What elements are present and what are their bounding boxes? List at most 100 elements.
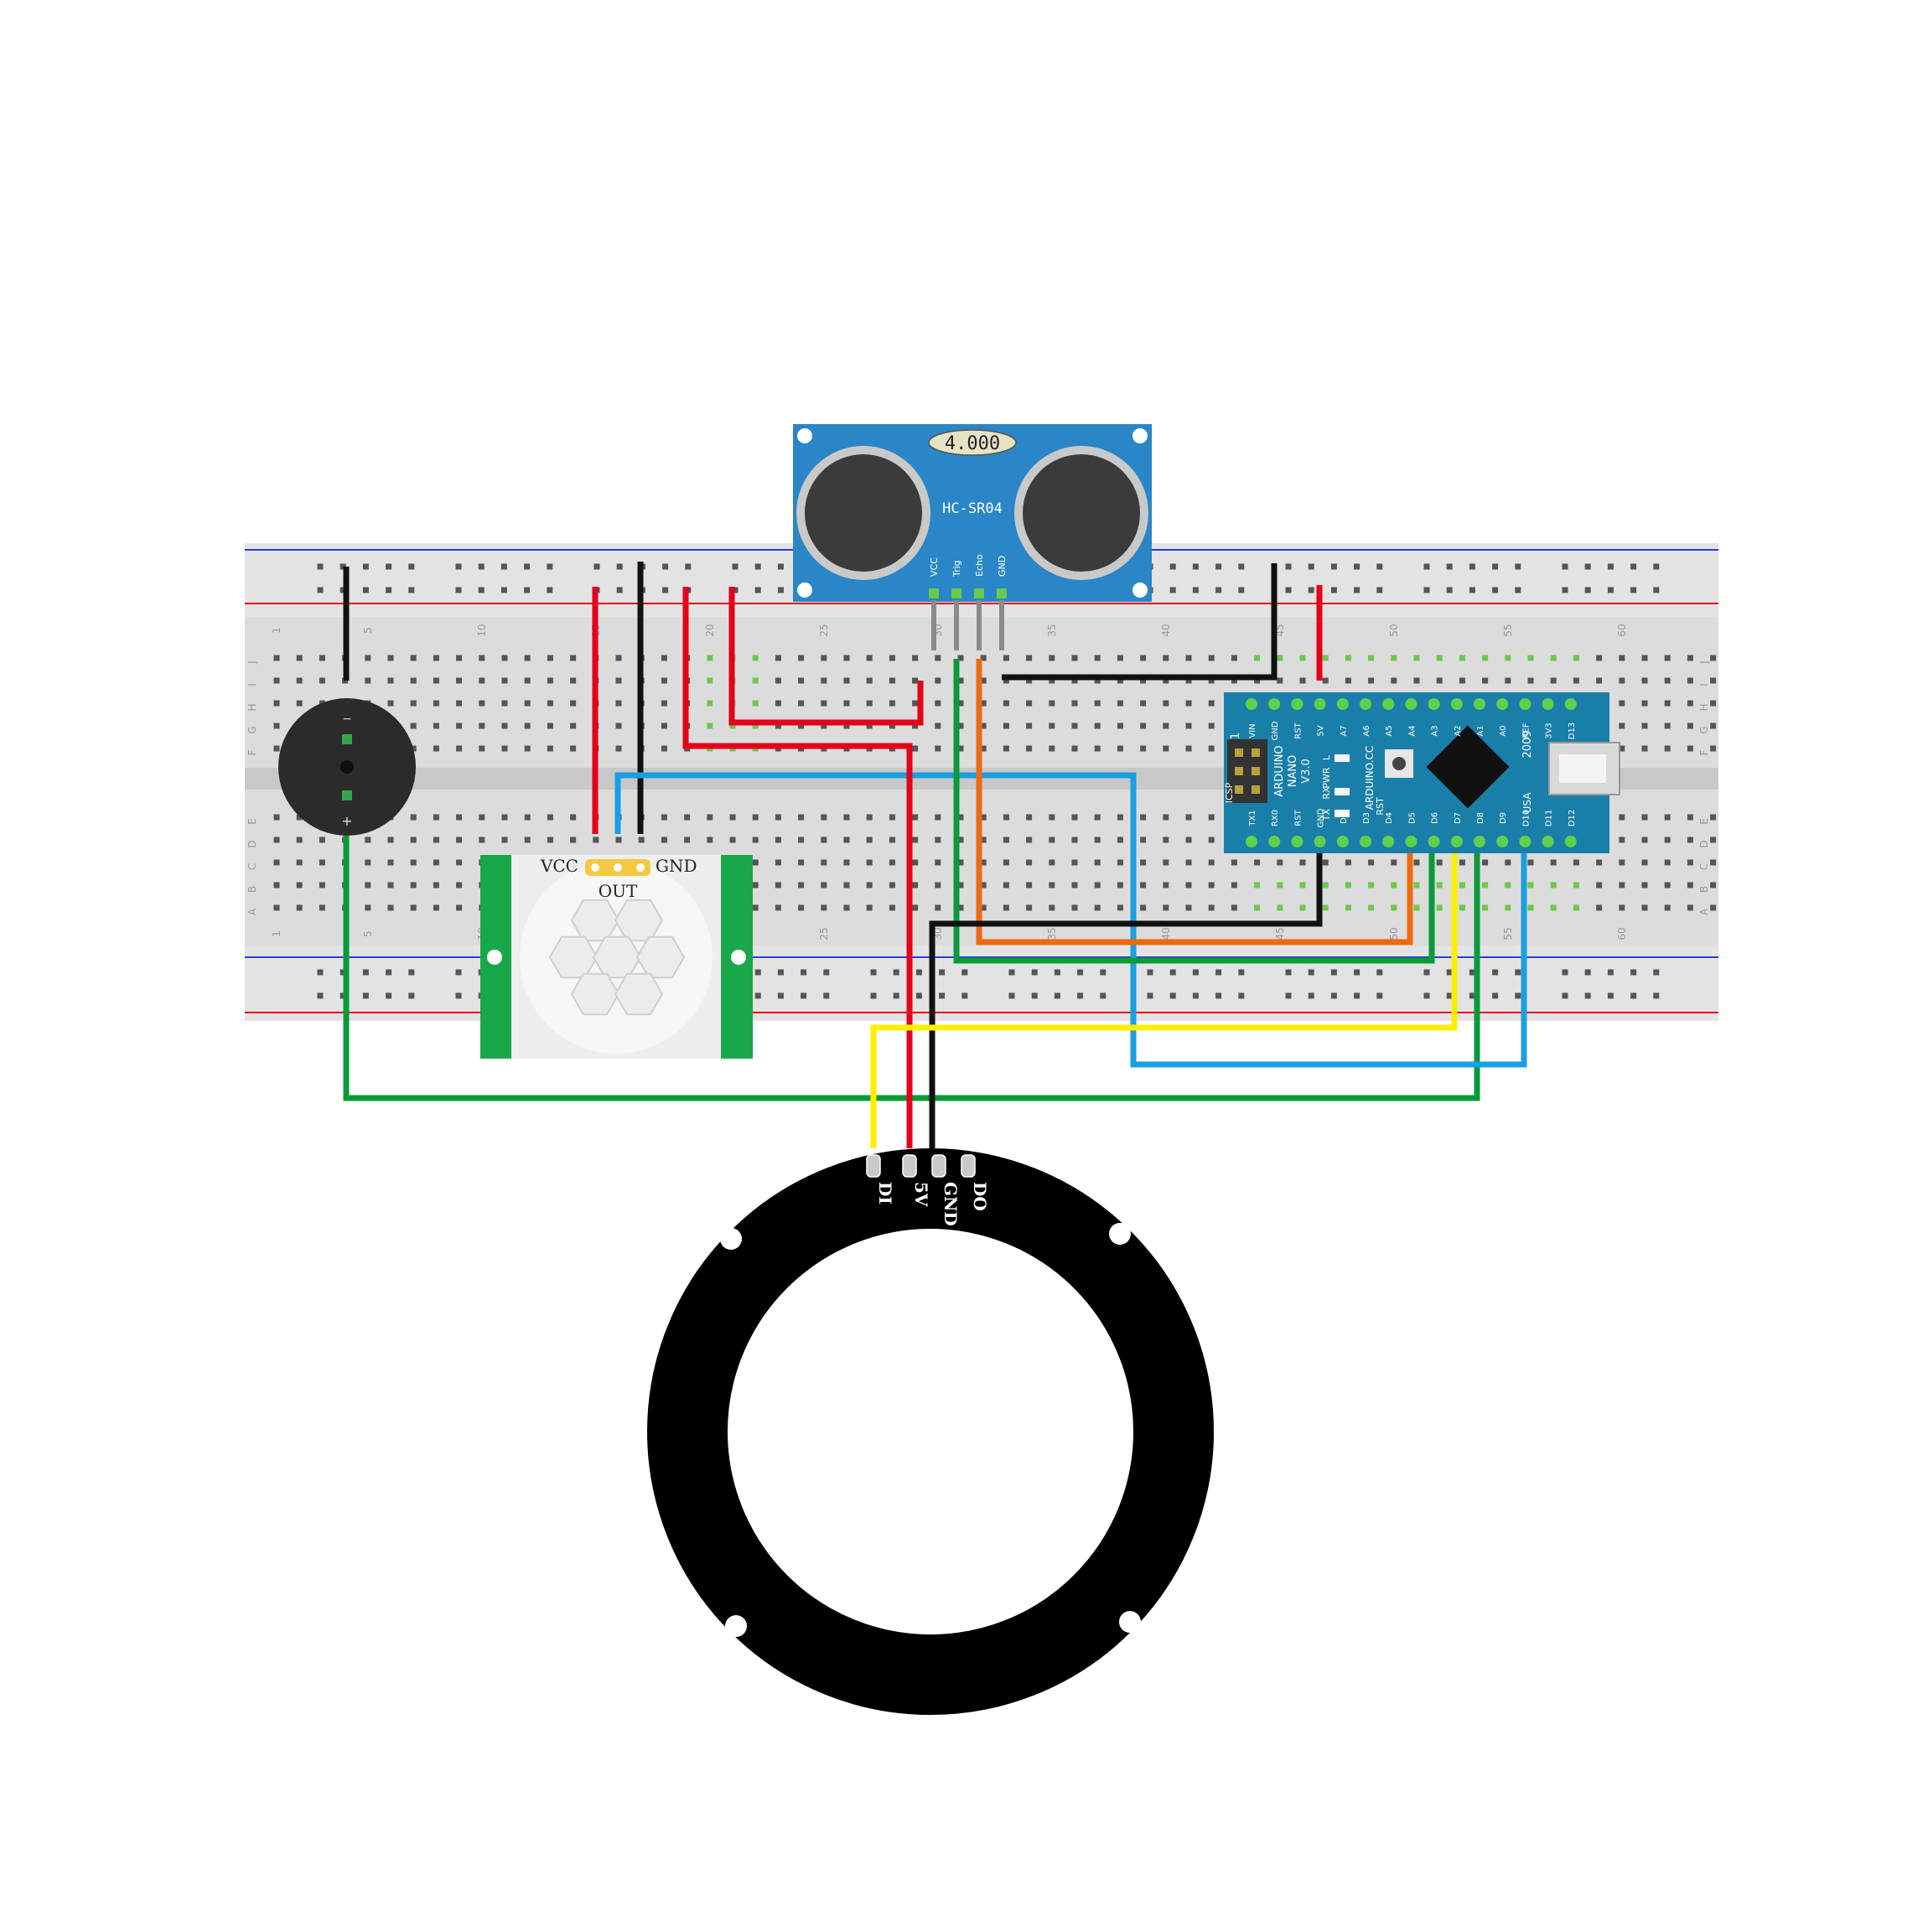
breadboard-hole[interactable] — [365, 655, 371, 661]
rail-hole[interactable] — [1169, 992, 1176, 999]
breadboard-hole[interactable] — [843, 723, 850, 729]
breadboard-hole[interactable] — [1094, 859, 1101, 866]
rail-hole[interactable] — [1562, 992, 1568, 999]
breadboard-hole[interactable] — [433, 700, 439, 707]
breadboard-hole[interactable] — [1550, 859, 1557, 866]
breadboard-hole[interactable] — [1368, 677, 1375, 684]
rail-hole[interactable] — [1630, 587, 1637, 593]
nano-pin[interactable] — [1291, 698, 1303, 710]
breadboard-hole[interactable] — [1710, 859, 1717, 866]
breadboard-hole[interactable] — [1208, 837, 1215, 843]
breadboard-hole[interactable] — [1185, 723, 1192, 729]
wire-yellow-d7-ring-di[interactable] — [870, 848, 1458, 1148]
nano-pin[interactable] — [1450, 836, 1463, 847]
breadboard-hole[interactable] — [296, 700, 303, 707]
breadboard-hole[interactable] — [524, 677, 531, 684]
rail-hole[interactable] — [1446, 992, 1453, 999]
breadboard-hole[interactable] — [1345, 859, 1351, 866]
breadboard-hole[interactable] — [524, 837, 531, 843]
breadboard-hole[interactable] — [410, 904, 417, 911]
breadboard-hole[interactable] — [957, 882, 964, 888]
rail-hole[interactable] — [777, 587, 784, 593]
breadboard-hole[interactable] — [684, 814, 691, 821]
rail-hole[interactable] — [915, 992, 922, 999]
rail-hole[interactable] — [455, 587, 462, 593]
rail-hole[interactable] — [339, 992, 346, 999]
breadboard-hole[interactable] — [661, 723, 667, 729]
rail-hole[interactable] — [317, 587, 324, 593]
breadboard-hole[interactable] — [1391, 882, 1397, 888]
breadboard-hole[interactable] — [821, 882, 827, 888]
breadboard-hole[interactable] — [1413, 904, 1420, 911]
breadboard-hole[interactable] — [524, 745, 531, 752]
rail-hole[interactable] — [339, 563, 346, 570]
nano-pin[interactable] — [1564, 698, 1577, 710]
breadboard-hole[interactable] — [775, 837, 781, 843]
breadboard-hole[interactable] — [1071, 700, 1078, 707]
breadboard-hole[interactable] — [1185, 814, 1192, 821]
breadboard-hole[interactable] — [410, 723, 417, 729]
breadboard-hole[interactable] — [1185, 700, 1192, 707]
pir-sensor[interactable]: VCC GND OUT — [480, 855, 753, 1059]
breadboard-hole[interactable] — [957, 814, 964, 821]
breadboard-hole[interactable] — [1687, 677, 1693, 684]
breadboard-hole[interactable] — [1596, 904, 1603, 911]
rail-hole[interactable] — [1423, 969, 1430, 976]
breadboard-hole[interactable] — [273, 882, 280, 888]
breadboard-hole[interactable] — [980, 723, 987, 729]
rail-hole[interactable] — [732, 563, 739, 570]
breadboard-hole[interactable] — [889, 859, 895, 866]
rail-hole[interactable] — [1446, 563, 1453, 570]
breadboard-hole[interactable] — [1208, 723, 1215, 729]
breadboard-hole[interactable] — [889, 882, 895, 888]
breadboard-hole[interactable] — [889, 677, 895, 684]
breadboard-hole[interactable] — [273, 837, 280, 843]
breadboard-hole[interactable] — [1049, 745, 1055, 752]
breadboard-hole[interactable] — [1003, 745, 1009, 752]
breadboard-hole[interactable] — [547, 837, 553, 843]
breadboard-hole[interactable] — [1026, 723, 1033, 729]
ring-pad[interactable] — [961, 1154, 976, 1178]
breadboard-hole[interactable] — [1117, 655, 1123, 661]
breadboard-hole[interactable] — [1710, 814, 1717, 821]
breadboard-hole[interactable] — [1208, 677, 1215, 684]
breadboard-hole[interactable] — [866, 882, 873, 888]
rail-hole[interactable] — [1054, 969, 1060, 976]
rail-hole[interactable] — [500, 587, 507, 593]
breadboard-hole[interactable] — [638, 837, 645, 843]
breadboard-hole[interactable] — [1482, 882, 1489, 888]
breadboard-hole[interactable] — [1482, 677, 1489, 684]
breadboard-hole[interactable] — [319, 904, 325, 911]
breadboard-hole[interactable] — [1573, 677, 1579, 684]
wire-orange-echo-d5[interactable] — [976, 659, 1413, 945]
breadboard-hole[interactable] — [1641, 677, 1648, 684]
breadboard-hole[interactable] — [1710, 655, 1717, 661]
breadboard-hole[interactable] — [775, 882, 781, 888]
breadboard-hole[interactable] — [433, 904, 439, 911]
breadboard-hole[interactable] — [1071, 745, 1078, 752]
breadboard-hole[interactable] — [1596, 882, 1603, 888]
breadboard-hole[interactable] — [456, 882, 463, 888]
rail-hole[interactable] — [339, 969, 346, 976]
breadboard-hole[interactable] — [1094, 837, 1101, 843]
breadboard-hole[interactable] — [912, 882, 919, 888]
breadboard-hole[interactable] — [570, 723, 577, 729]
rail-hole[interactable] — [1469, 563, 1475, 570]
nano-pin[interactable] — [1542, 698, 1554, 710]
breadboard-hole[interactable] — [319, 677, 325, 684]
breadboard-hole[interactable] — [1140, 814, 1147, 821]
breadboard-hole[interactable] — [798, 723, 805, 729]
breadboard-hole[interactable] — [273, 859, 280, 866]
breadboard-hole[interactable] — [501, 700, 508, 707]
rail-hole[interactable] — [616, 587, 623, 593]
breadboard-hole[interactable] — [433, 723, 439, 729]
breadboard-hole[interactable] — [843, 837, 850, 843]
ultrasonic-pin-pad[interactable] — [951, 588, 961, 598]
rail-hole[interactable] — [1285, 969, 1292, 976]
breadboard-hole[interactable] — [433, 655, 439, 661]
nano-pin[interactable] — [1519, 698, 1532, 710]
rail-hole[interactable] — [1169, 587, 1176, 593]
rail-hole[interactable] — [524, 563, 531, 570]
breadboard-hole[interactable] — [1117, 859, 1123, 866]
breadboard-hole[interactable] — [1641, 837, 1648, 843]
